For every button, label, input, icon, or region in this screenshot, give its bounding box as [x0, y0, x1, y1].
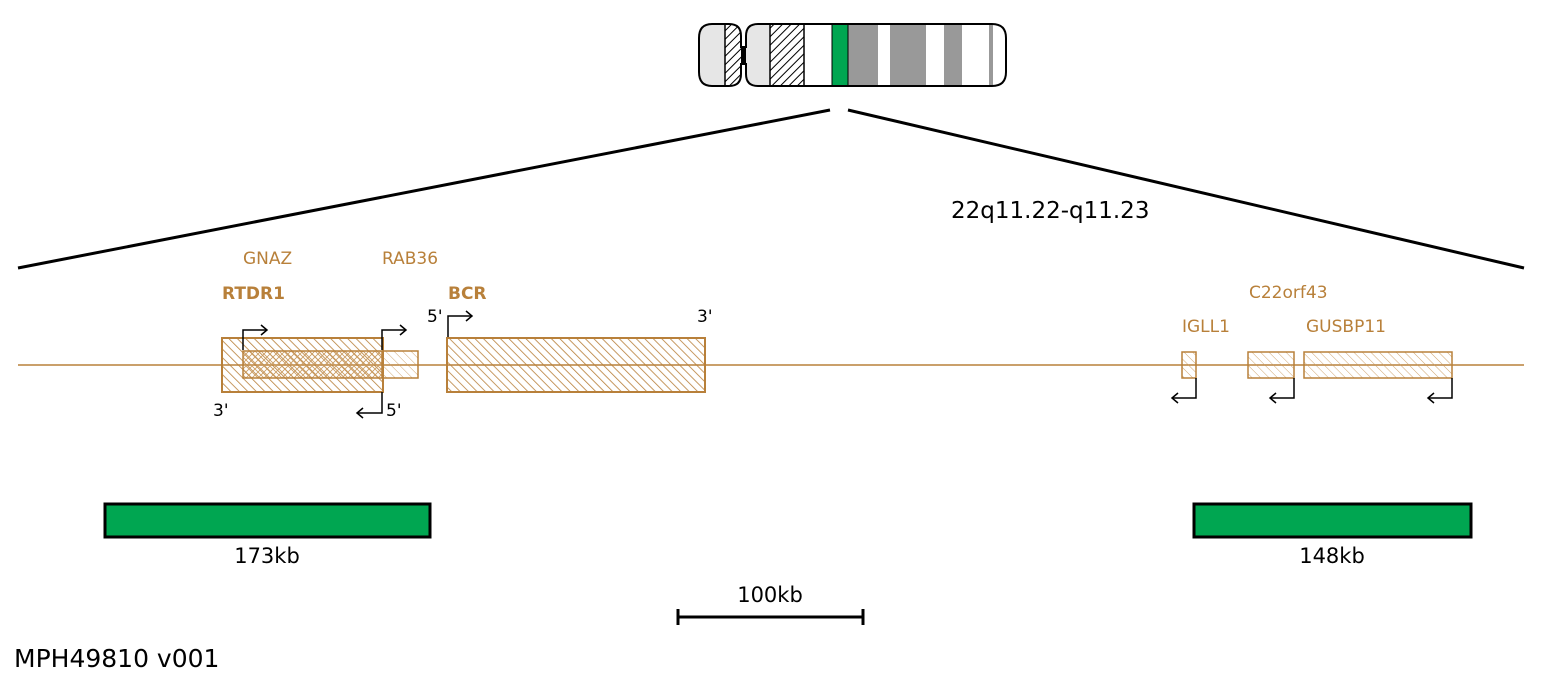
q-band-dark-2 — [890, 24, 926, 86]
gene-igll1-box — [1181, 351, 1197, 379]
gene-c22orf43-box — [1247, 351, 1295, 379]
arrow-c22orf43-reverse — [1271, 378, 1295, 399]
p-band-light — [746, 24, 770, 86]
probe-left-size-label: 173kb — [234, 544, 300, 568]
q-band-dark-4 — [989, 24, 993, 86]
probe-right-bar — [1192, 502, 1473, 539]
arrow-bcr-forward — [447, 315, 471, 337]
gene-label-rab36: RAB36 — [382, 249, 438, 269]
centromere-band — [770, 24, 804, 86]
gene-label-gnaz: GNAZ — [243, 249, 292, 269]
scale-bar — [676, 609, 865, 625]
p-stalk-band — [725, 24, 741, 86]
arrow-c22orf43-head — [1268, 392, 1277, 404]
p-arm-band — [699, 24, 725, 86]
gene-label-gusbp11: GUSBP11 — [1306, 317, 1386, 337]
arrow-rtdr1-reverse — [358, 392, 383, 414]
arrow-gnaz-head — [260, 324, 269, 336]
bcr-five-prime-label: 5' — [427, 307, 443, 327]
scale-bar-label: 100kb — [737, 583, 803, 607]
rtdr1-five-prime-label: 5' — [386, 401, 402, 421]
highlight-band — [832, 24, 848, 86]
rtdr1-three-prime-label: 3' — [213, 401, 229, 421]
arrow-gnaz-forward — [242, 329, 266, 350]
gene-label-rtdr1: RTDR1 — [222, 284, 285, 304]
q-band-dark-3 — [944, 24, 962, 86]
arrow-igll1-head — [1170, 392, 1179, 404]
q-band-dark-1 — [848, 24, 878, 86]
arrow-igll1-reverse — [1173, 378, 1197, 399]
gene-gusbp11-box — [1303, 351, 1453, 379]
gene-label-igll1: IGLL1 — [1182, 317, 1230, 337]
region-label: 22q11.22-q11.23 — [951, 198, 1149, 224]
zoom-line-right — [847, 108, 1525, 270]
probe-left-bar — [103, 502, 432, 539]
probe-right-size-label: 148kb — [1299, 544, 1365, 568]
chromosome-ideogram — [698, 23, 1007, 87]
arrow-gusbp11-reverse — [1429, 378, 1453, 399]
arrow-rab36-head — [399, 324, 408, 336]
chromosome-outline — [698, 23, 1007, 87]
zoom-line-left — [17, 108, 831, 270]
gene-gnaz-box — [242, 350, 383, 379]
arrow-rtdr1-head — [355, 407, 364, 419]
gene-rab36-box — [382, 350, 419, 379]
gene-label-c22orf43: C22orf43 — [1249, 283, 1328, 303]
bcr-three-prime-label: 3' — [697, 307, 713, 327]
arrow-bcr-head — [465, 310, 474, 322]
arrow-gusbp11-head — [1426, 392, 1435, 404]
arrow-rab36-forward — [381, 329, 405, 350]
product-code-label: MPH49810 v001 — [14, 644, 219, 673]
gene-bcr-box — [446, 337, 706, 393]
gene-label-bcr: BCR — [448, 284, 487, 304]
